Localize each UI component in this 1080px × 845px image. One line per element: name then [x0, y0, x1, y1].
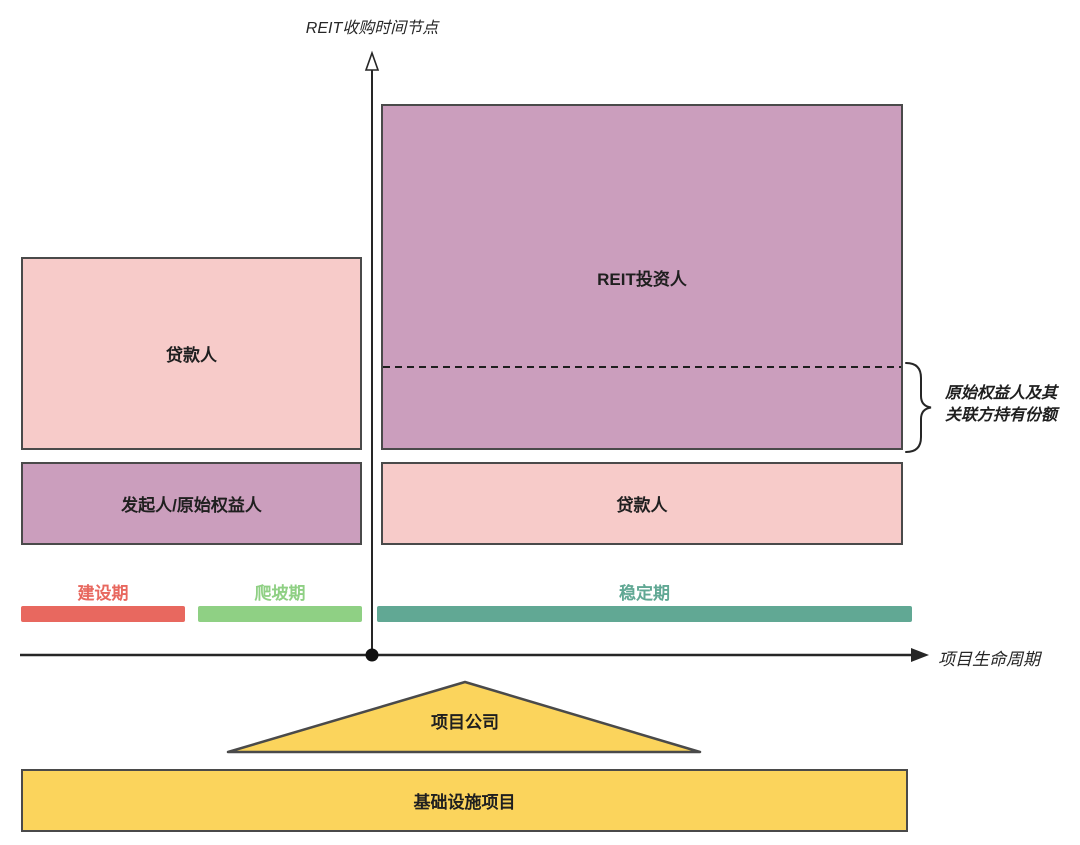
holdings-annotation: 原始权益人及其 关联方持有份额: [945, 383, 1080, 428]
x-axis-title: 项目生命周期: [938, 650, 1040, 669]
project-company-label: 项目公司: [431, 713, 499, 732]
rampup-period-label: 爬坡期: [254, 584, 306, 603]
construction-period-bar: [21, 606, 185, 622]
rampup-period-bar: [198, 606, 362, 622]
reit-investor-label: REIT投资人: [597, 269, 687, 289]
x-axis-arrow-icon: [911, 648, 929, 662]
stable-period-bar: [377, 606, 912, 622]
holdings-annotation-line1: 原始权益人及其: [945, 385, 1058, 402]
stable-period-label: 稳定期: [619, 584, 670, 603]
infrastructure-project-box: 基础设施项目: [21, 769, 908, 832]
construction-period-label: 建设期: [77, 584, 129, 603]
y-axis-title: REIT收购时间节点: [305, 20, 439, 37]
right-lender-box: 贷款人: [381, 462, 903, 545]
right-lender-label: 贷款人: [616, 496, 668, 515]
holdings-annotation-line2: 关联方持有份额: [945, 407, 1058, 425]
left-lender-label: 贷款人: [166, 346, 217, 365]
reit-investor-box: REIT投资人: [381, 104, 903, 450]
sponsor-original-holder-label: 发起人/原始权益人: [121, 496, 262, 515]
sponsor-original-holder-box: 发起人/原始权益人: [21, 462, 362, 545]
axis-intersection-dot: [365, 648, 379, 662]
infrastructure-project-label: 基础设施项目: [413, 793, 516, 812]
left-lender-box: 贷款人: [21, 257, 362, 450]
y-axis-arrow-icon: [364, 50, 380, 71]
brace-icon: [905, 362, 932, 453]
